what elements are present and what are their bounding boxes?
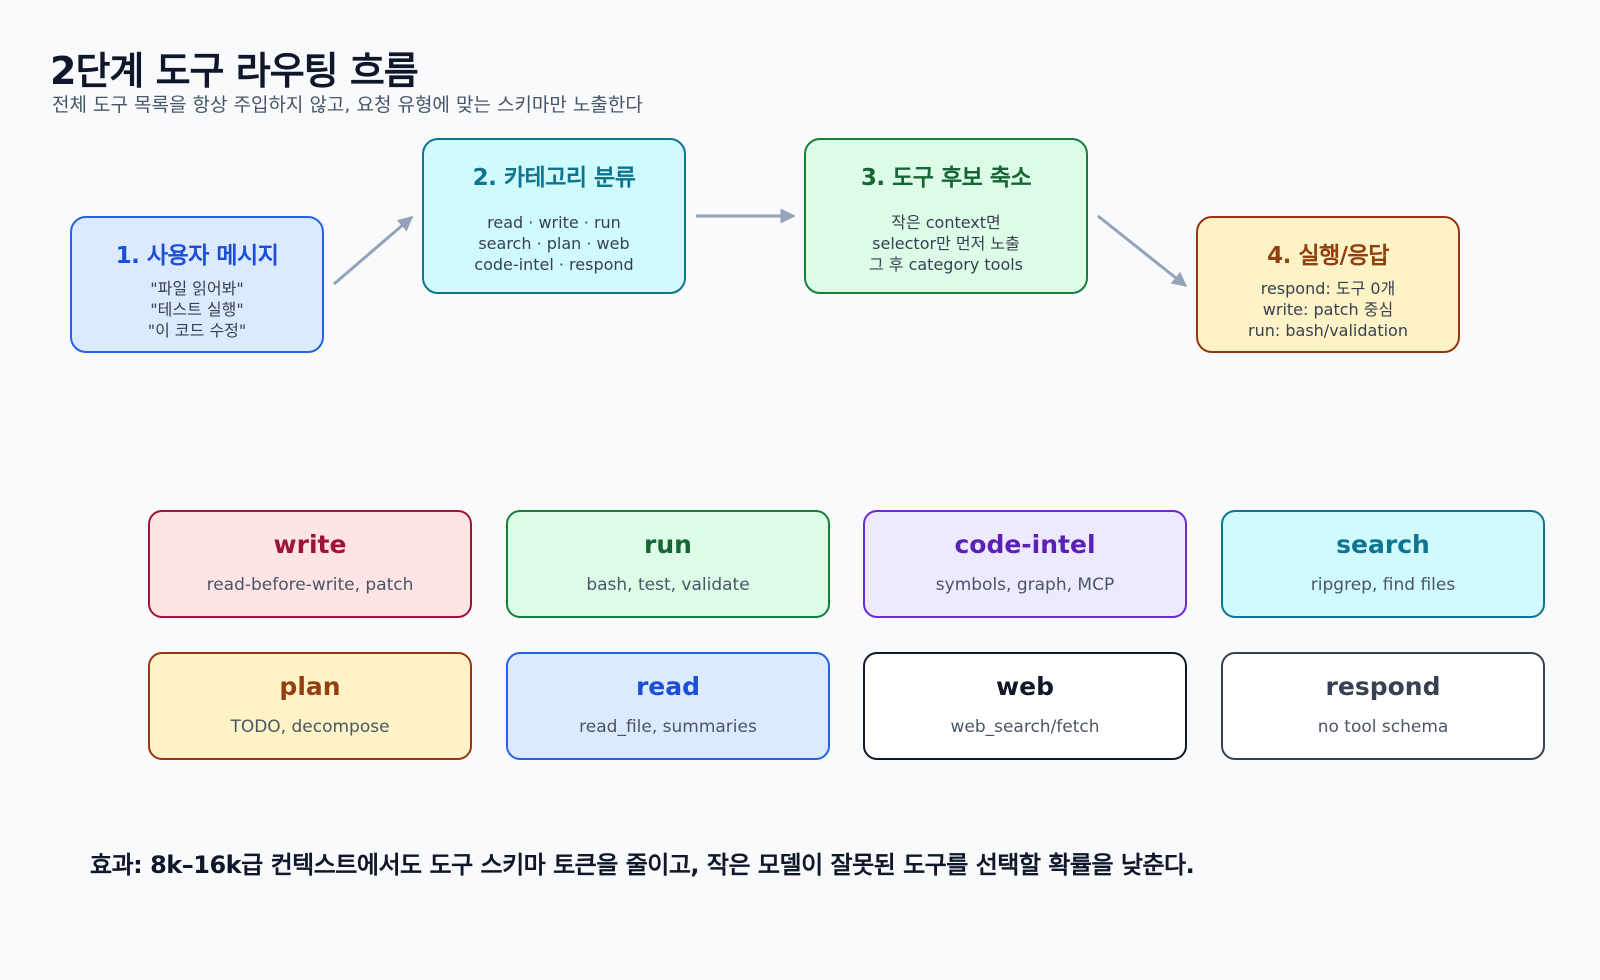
category-desc: symbols, graph, MCP: [935, 575, 1115, 595]
flow-step-title: 3. 도구 후보 축소: [860, 165, 1032, 191]
flow-step-line: "이 코드 수정": [147, 321, 247, 340]
flow-step-line: code-intel · respond: [474, 255, 634, 274]
category-name: code-intel: [954, 530, 1096, 559]
category-desc: TODO, decompose: [230, 717, 390, 737]
category-desc: ripgrep, find files: [1310, 575, 1456, 595]
category-name: respond: [1325, 672, 1441, 701]
category-desc: no tool schema: [1317, 717, 1449, 737]
flow-step-narrow: 3. 도구 후보 축소 작은 context면 selector만 먼저 노출 …: [804, 138, 1088, 294]
category-write: write read-before-write, patch: [148, 510, 472, 618]
category-name: web: [996, 672, 1054, 701]
flow-step-line: respond: 도구 0개: [1260, 279, 1396, 298]
effect-summary: 효과: 8k–16k급 컨텍스트에서도 도구 스키마 토큰을 줄이고, 작은 모…: [90, 851, 1195, 879]
category-read: read read_file, summaries: [506, 652, 830, 760]
page-title: 2단계 도구 라우팅 흐름: [50, 49, 419, 93]
category-name: read: [635, 672, 701, 701]
category-name: plan: [279, 672, 341, 701]
page-subtitle: 전체 도구 목록을 항상 주입하지 않고, 요청 유형에 맞는 스키마만 노출한…: [52, 94, 643, 116]
category-respond: respond no tool schema: [1221, 652, 1545, 760]
flow-step-classify: 2. 카테고리 분류 read · write · run search · p…: [422, 138, 686, 294]
flow-step-line: read · write · run: [487, 213, 621, 232]
category-name: search: [1336, 530, 1430, 559]
flow-step-line: "파일 읽어봐": [150, 279, 244, 298]
flow-step-line: search · plan · web: [478, 234, 630, 253]
flow-step-line: write: patch 중심: [1262, 300, 1394, 319]
category-desc: web_search/fetch: [950, 717, 1100, 737]
flow-step-line: "테스트 실행": [150, 300, 244, 319]
flow-step-line: run: bash/validation: [1248, 321, 1408, 340]
category-web: web web_search/fetch: [863, 652, 1187, 760]
arrow-3-to-4: [1097, 214, 1188, 288]
category-name: write: [273, 530, 347, 559]
flow-step-title: 4. 실행/응답: [1267, 243, 1389, 269]
category-name: run: [644, 530, 692, 559]
flow-step-line: 그 후 category tools: [868, 255, 1024, 274]
flow-step-execute: 4. 실행/응답 respond: 도구 0개 write: patch 중심 …: [1196, 216, 1460, 353]
arrow-1-to-2: [333, 215, 414, 286]
category-desc: bash, test, validate: [586, 575, 750, 595]
flow-step-line: selector만 먼저 노출: [872, 234, 1020, 253]
flow-step-title: 1. 사용자 메시지: [115, 243, 279, 269]
category-run: run bash, test, validate: [506, 510, 830, 618]
flow-step-title: 2. 카테고리 분류: [472, 165, 636, 191]
category-search: search ripgrep, find files: [1221, 510, 1545, 618]
flow-step-line: 작은 context면: [891, 213, 1001, 232]
category-desc: read_file, summaries: [579, 717, 757, 737]
category-code-intel: code-intel symbols, graph, MCP: [863, 510, 1187, 618]
category-desc: read-before-write, patch: [206, 575, 414, 595]
flow-step-user-message: 1. 사용자 메시지 "파일 읽어봐" "테스트 실행" "이 코드 수정": [70, 216, 324, 353]
category-plan: plan TODO, decompose: [148, 652, 472, 760]
